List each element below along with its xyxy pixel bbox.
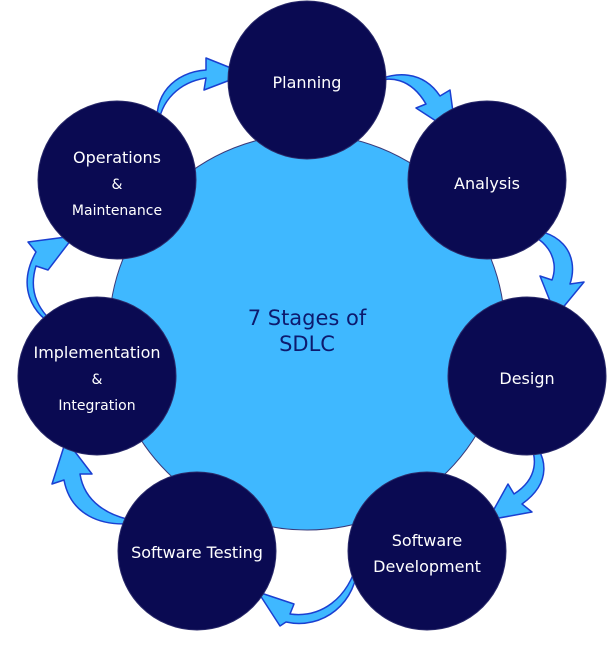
- label-implementation-line-3: Integration: [58, 398, 135, 414]
- node-operations: [37, 100, 197, 260]
- stage-labels: Planning Analysis Design Software Develo…: [33, 73, 554, 576]
- node-analysis: [407, 100, 567, 260]
- arrow-development-to-testing: [257, 559, 359, 627]
- label-design: Design: [499, 369, 554, 388]
- center-title-line-2: SDLC: [279, 332, 335, 356]
- label-planning: Planning: [273, 73, 342, 92]
- node-planning: [227, 0, 387, 160]
- center-title-line-1: 7 Stages of: [248, 306, 367, 330]
- arrow-testing-to-implementation: [51, 439, 145, 525]
- node-implementation: [17, 296, 177, 456]
- stage-nodes: [17, 0, 607, 631]
- node-software-testing: [117, 471, 277, 631]
- label-analysis: Analysis: [454, 174, 520, 193]
- label-software-testing: Software Testing: [131, 543, 263, 562]
- arrow-design-to-development: [487, 431, 545, 521]
- label-operations-line-2: &: [112, 177, 123, 193]
- node-design: [447, 296, 607, 456]
- node-software-development: [347, 471, 507, 631]
- label-software-development-line-2: Development: [373, 557, 481, 576]
- arrow-implementation-to-operations: [26, 235, 75, 331]
- label-implementation-line-1: Implementation: [33, 343, 160, 362]
- label-operations-line-3: Maintenance: [72, 203, 162, 219]
- arrow-analysis-to-design: [515, 228, 585, 317]
- label-implementation-line-2: &: [92, 372, 103, 388]
- label-operations-line-1: Operations: [73, 148, 161, 167]
- label-software-development-line-1: Software: [392, 531, 463, 550]
